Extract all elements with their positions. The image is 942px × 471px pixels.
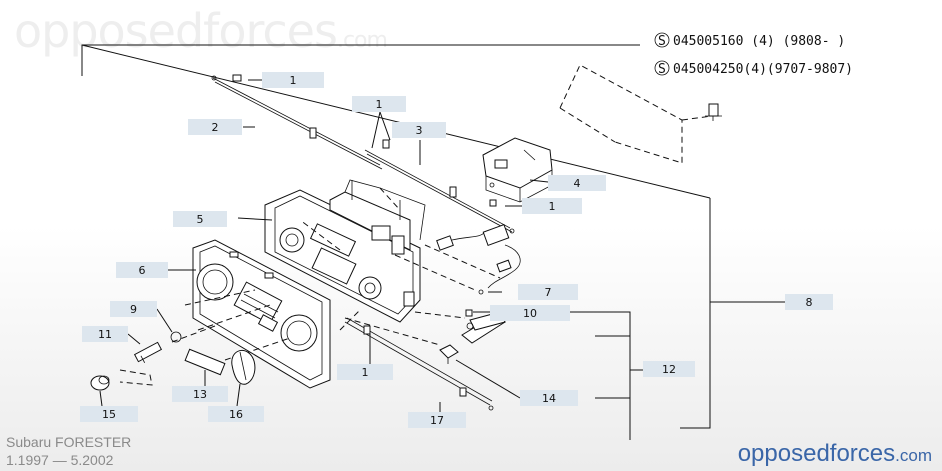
part-14-clip [439,344,459,364]
callout-number: 9 [130,303,137,316]
callout-label-5: 1 [522,198,582,214]
callout-number: 1 [290,74,297,87]
code-line-2: S 045004250(4)(9707-9807) [654,60,853,77]
callout-label-15: 13 [172,386,228,402]
part-4-actuator [482,137,553,203]
callout-number: 8 [806,296,813,309]
callout-number: 3 [416,124,423,137]
callout-label-8: 7 [518,284,578,300]
callout-number: 13 [193,388,207,401]
part-9-ring [170,331,182,343]
callout-label-13: 1 [337,364,393,380]
callout-number: 12 [662,363,676,376]
callout-number: 1 [549,200,556,213]
cable-3 [364,139,515,234]
callout-label-12: 11 [82,326,128,342]
code-circle-1: S [658,34,666,49]
callout-number: 11 [98,328,112,341]
callout-label-4: 4 [548,175,606,191]
callout-label-14: 12 [643,361,695,377]
callout-label-6: 5 [173,211,227,227]
callout-number: 5 [197,213,204,226]
part-13-plate [184,348,226,376]
callout-number: 10 [523,307,537,320]
callout-number: 6 [139,264,146,277]
code-text-1: 045005160 (4) (9808- ) [673,34,845,49]
callout-label-9: 8 [785,294,833,310]
callout-label-2: 1 [352,96,406,112]
cable-17 [344,317,494,411]
part-6-bezel [192,239,331,389]
callout-label-17: 15 [80,406,138,422]
callout-number: 14 [542,392,556,405]
callout-number: 7 [545,286,552,299]
callout-number: 15 [102,408,116,421]
callout-number: 4 [574,177,581,190]
callout-number: 2 [212,121,219,134]
callout-label-1: 2 [188,119,242,135]
model-years: 1.1997 — 5.2002 [6,452,114,468]
code-line-1: S 045005160 (4) (9808- ) [654,32,845,49]
callout-number: 1 [362,366,369,379]
screw-icon [705,103,722,121]
code-text-2: 045004250(4)(9707-9807) [673,62,853,77]
brand-logo[interactable]: opposedforces.com [737,440,932,467]
callout-number: 1 [376,98,383,111]
vehicle-model: Subaru FORESTER 1.1997 — 5.2002 [6,433,131,469]
callout-label-10: 9 [110,301,157,317]
part-15-knob [90,375,110,391]
callout-label-0: 1 [262,72,324,88]
watermark: opposedforces.com [14,4,388,58]
model-name: Subaru FORESTER [6,434,132,450]
callout-label-18: 16 [208,406,264,422]
callout-label-19: 17 [408,412,466,428]
callout-label-7: 6 [116,262,168,278]
part-11-bulb [133,341,163,364]
callout-label-11: 10 [490,305,570,321]
cable-2 [211,74,383,170]
callout-label-16: 14 [520,390,578,406]
part-16-knob [231,350,256,385]
code-circle-2: S [658,62,666,77]
callout-number: 17 [430,414,444,427]
part-7-harness [436,224,521,295]
callout-number: 16 [229,408,243,421]
callout-label-3: 3 [392,122,446,138]
